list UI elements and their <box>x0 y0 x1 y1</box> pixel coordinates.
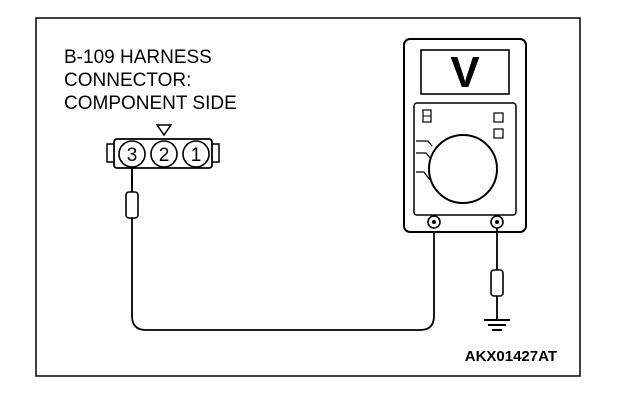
ground-lead <box>484 228 510 331</box>
harness-connector: 3 2 1 <box>106 124 220 169</box>
connector-title-line-3: COMPONENT SIDE <box>64 93 237 114</box>
pin-label-1: 1 <box>191 145 202 166</box>
figure-code: AKX01427AT <box>465 348 557 365</box>
voltmeter: V <box>403 38 527 233</box>
connector-title-line-1: B-109 HARNESS <box>64 47 212 68</box>
probe-handle <box>125 191 139 219</box>
connector-title-line-2: CONNECTOR: <box>64 70 191 91</box>
ground-symbol-icon <box>484 319 510 331</box>
pin-label-2: 2 <box>159 145 170 166</box>
meter-button-icon <box>493 112 504 123</box>
meter-button-icon <box>493 128 504 139</box>
connector-pin-2 <box>150 140 178 168</box>
meter-display <box>420 49 510 95</box>
test-lead-wire <box>131 218 435 331</box>
pin-label-3: 3 <box>127 145 138 166</box>
meter-dial <box>428 134 498 204</box>
ground-probe-handle <box>490 269 504 297</box>
connector-pin-1 <box>182 140 210 168</box>
meter-display-symbol: V <box>450 48 480 97</box>
connector-key-marker <box>155 124 173 137</box>
